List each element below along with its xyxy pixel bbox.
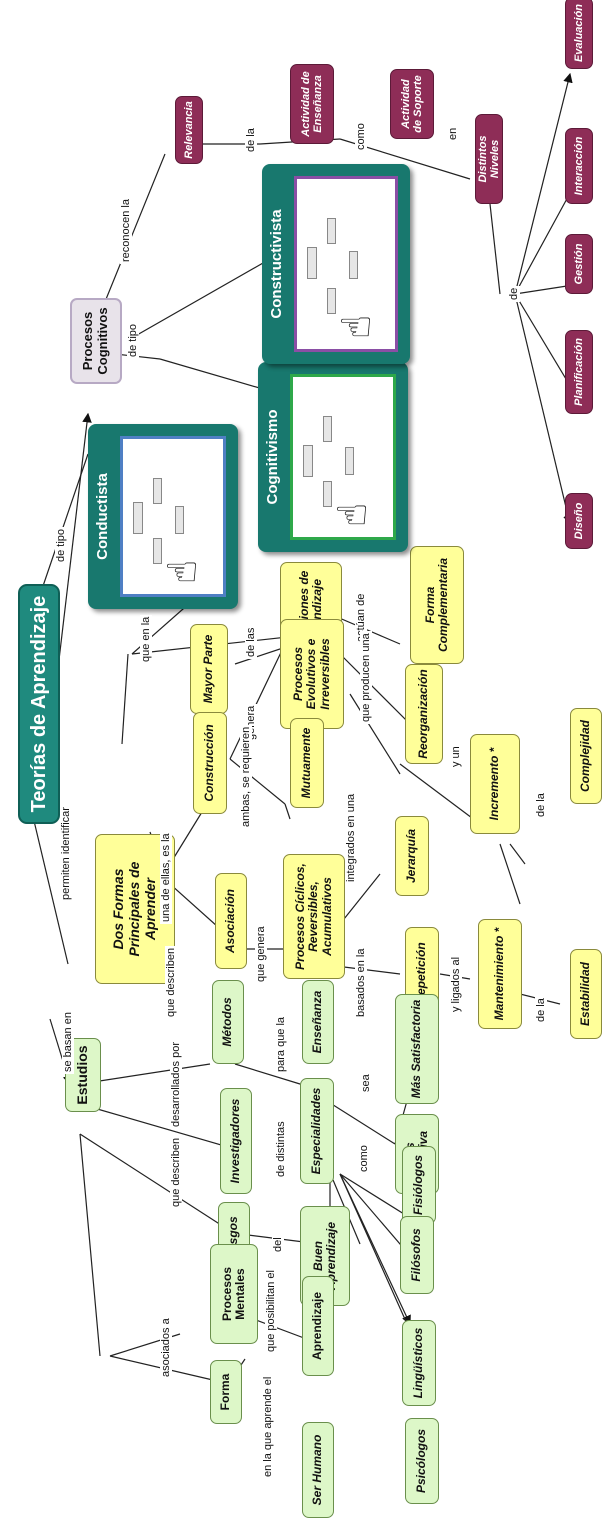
- node-actividad-ensenanza: Actividad de Enseñanza: [290, 64, 334, 144]
- node-psicologos: Psicólogos: [405, 1418, 439, 1504]
- node-fisiologos: Fisiólogos: [402, 1146, 436, 1224]
- label-que-producen-una: que producen una: [360, 631, 373, 724]
- node-evaluacion: Evaluación: [565, 0, 593, 69]
- card-cognitivismo-thumbnail: ☝: [290, 374, 396, 540]
- node-forma-complementaria: Forma Complementaria: [410, 546, 464, 664]
- label-y-ligados-al: y ligados al: [450, 954, 463, 1014]
- node-metodos: Métodos: [212, 980, 244, 1064]
- pointer-hand-icon: ☝: [160, 559, 206, 584]
- node-diseno: Diseño: [565, 493, 593, 549]
- card-cognitivismo[interactable]: Cognitivismo ☝: [258, 362, 408, 552]
- node-asociacion: Asociación: [215, 873, 247, 969]
- label-de-la-1: de la: [245, 126, 258, 154]
- pointer-hand-icon: ☝: [334, 314, 380, 339]
- node-mayor-parte: Mayor Parte: [190, 624, 228, 714]
- label-ambas-se-requieren: ambas, se requieren: [240, 724, 253, 829]
- label-de-tipo-2: de tipo: [127, 321, 140, 359]
- label-de-las: de las: [245, 625, 258, 659]
- label-de-1: de: [508, 285, 521, 302]
- label-y-un: y un: [450, 744, 463, 769]
- node-gestion: Gestión: [565, 234, 593, 294]
- label-que-en-la: que en la: [140, 614, 153, 664]
- node-filosofos: Filósofos: [400, 1216, 434, 1294]
- node-distintos-niveles: Distintos Niveles: [475, 114, 503, 204]
- node-jerarquia: Jerarquía: [395, 816, 429, 896]
- label-para-que-la: para que la: [275, 1014, 288, 1074]
- node-planificacion: Planificación: [565, 330, 593, 414]
- label-una-de-ellas: una de ellas, es la: [160, 831, 173, 924]
- label-del: del: [272, 1235, 285, 1254]
- card-constructivista[interactable]: Constructivista ☝: [262, 164, 410, 364]
- node-procesos-evolutivos: Procesos Evolutivos e Irreversibles: [280, 619, 344, 729]
- node-linguisticos: Lingüísticos: [402, 1320, 436, 1406]
- label-que-genera: que genera: [255, 924, 268, 984]
- node-complejidad: Complejidad: [570, 708, 602, 804]
- label-en-la-que-aprende-el: en la que aprende el: [262, 1374, 275, 1479]
- node-investigadores: Investigadores: [220, 1088, 252, 1194]
- node-forma: Forma: [210, 1360, 242, 1424]
- label-que-describen-1: que describen: [165, 945, 178, 1019]
- label-asociados-a: asociados a: [160, 1316, 173, 1379]
- label-sea: sea: [360, 1072, 373, 1094]
- node-mutuamente: Mutuamente: [290, 718, 324, 808]
- label-que-posibilitan-el: que posibilitan el: [265, 1268, 278, 1354]
- node-mantenimiento: Mantenimiento *: [478, 919, 522, 1029]
- node-reorganizacion: Reorganización: [405, 664, 443, 764]
- label-que-describen-2: que describen: [170, 1135, 183, 1209]
- label-integrados-en-una: integrados en una: [345, 791, 358, 884]
- label-se-basan-en: se basan en: [62, 1010, 75, 1074]
- node-ensenanza: Enseñanza: [302, 980, 334, 1064]
- node-incremento: Incremento *: [470, 734, 520, 834]
- card-constructivista-title: Constructivista: [268, 209, 285, 319]
- node-estabilidad: Estabilidad: [570, 949, 602, 1039]
- node-relevancia: Relevancia: [175, 96, 203, 164]
- card-conductista[interactable]: Conductista ☝: [88, 424, 238, 609]
- label-de-la-2: de la: [535, 791, 548, 819]
- node-actividad-soporte: Actividad de Soporte: [390, 69, 434, 139]
- label-reconocen-la: reconocen la: [120, 197, 133, 264]
- node-especialidades: Especialidades: [300, 1078, 334, 1184]
- node-construccion: Construcción: [193, 712, 227, 814]
- node-aprendizaje: Aprendizaje: [302, 1276, 334, 1376]
- label-en: en: [447, 125, 460, 142]
- main-title: Teorías de Aprendizaje: [18, 584, 60, 824]
- card-cognitivismo-title: Cognitivismo: [264, 409, 281, 505]
- card-constructivista-thumbnail: ☝: [294, 176, 398, 352]
- label-desarrollados-por: desarrollados por: [170, 1040, 183, 1129]
- node-ser-humano: Ser Humano: [302, 1422, 334, 1518]
- pointer-hand-icon: ☝: [330, 502, 376, 527]
- node-procesos-ciclicos: Procesos Cíclicos, Reversibles, Acumulat…: [283, 854, 345, 979]
- card-conductista-title: Conductista: [94, 473, 111, 560]
- label-permiten-identificar: permiten identificar: [60, 805, 73, 902]
- label-de-distintas: de distintas: [275, 1119, 288, 1179]
- node-mas-satisfactoria: Más Satisfactoria: [395, 994, 439, 1104]
- label-como-2: como: [358, 1143, 371, 1174]
- node-procesos-mentales: Procesos Mentales: [210, 1244, 258, 1344]
- label-de-tipo-1: de tipo: [55, 526, 68, 564]
- label-como-1: como: [355, 121, 368, 152]
- node-procesos-cognitivos: Procesos Cognitivos: [70, 298, 122, 384]
- node-interaccion: Interacción: [565, 128, 593, 204]
- label-de-la-3: de la: [535, 996, 548, 1024]
- card-conductista-thumbnail: ☝: [120, 436, 226, 597]
- label-basados-en-la: basados en la: [355, 946, 368, 1019]
